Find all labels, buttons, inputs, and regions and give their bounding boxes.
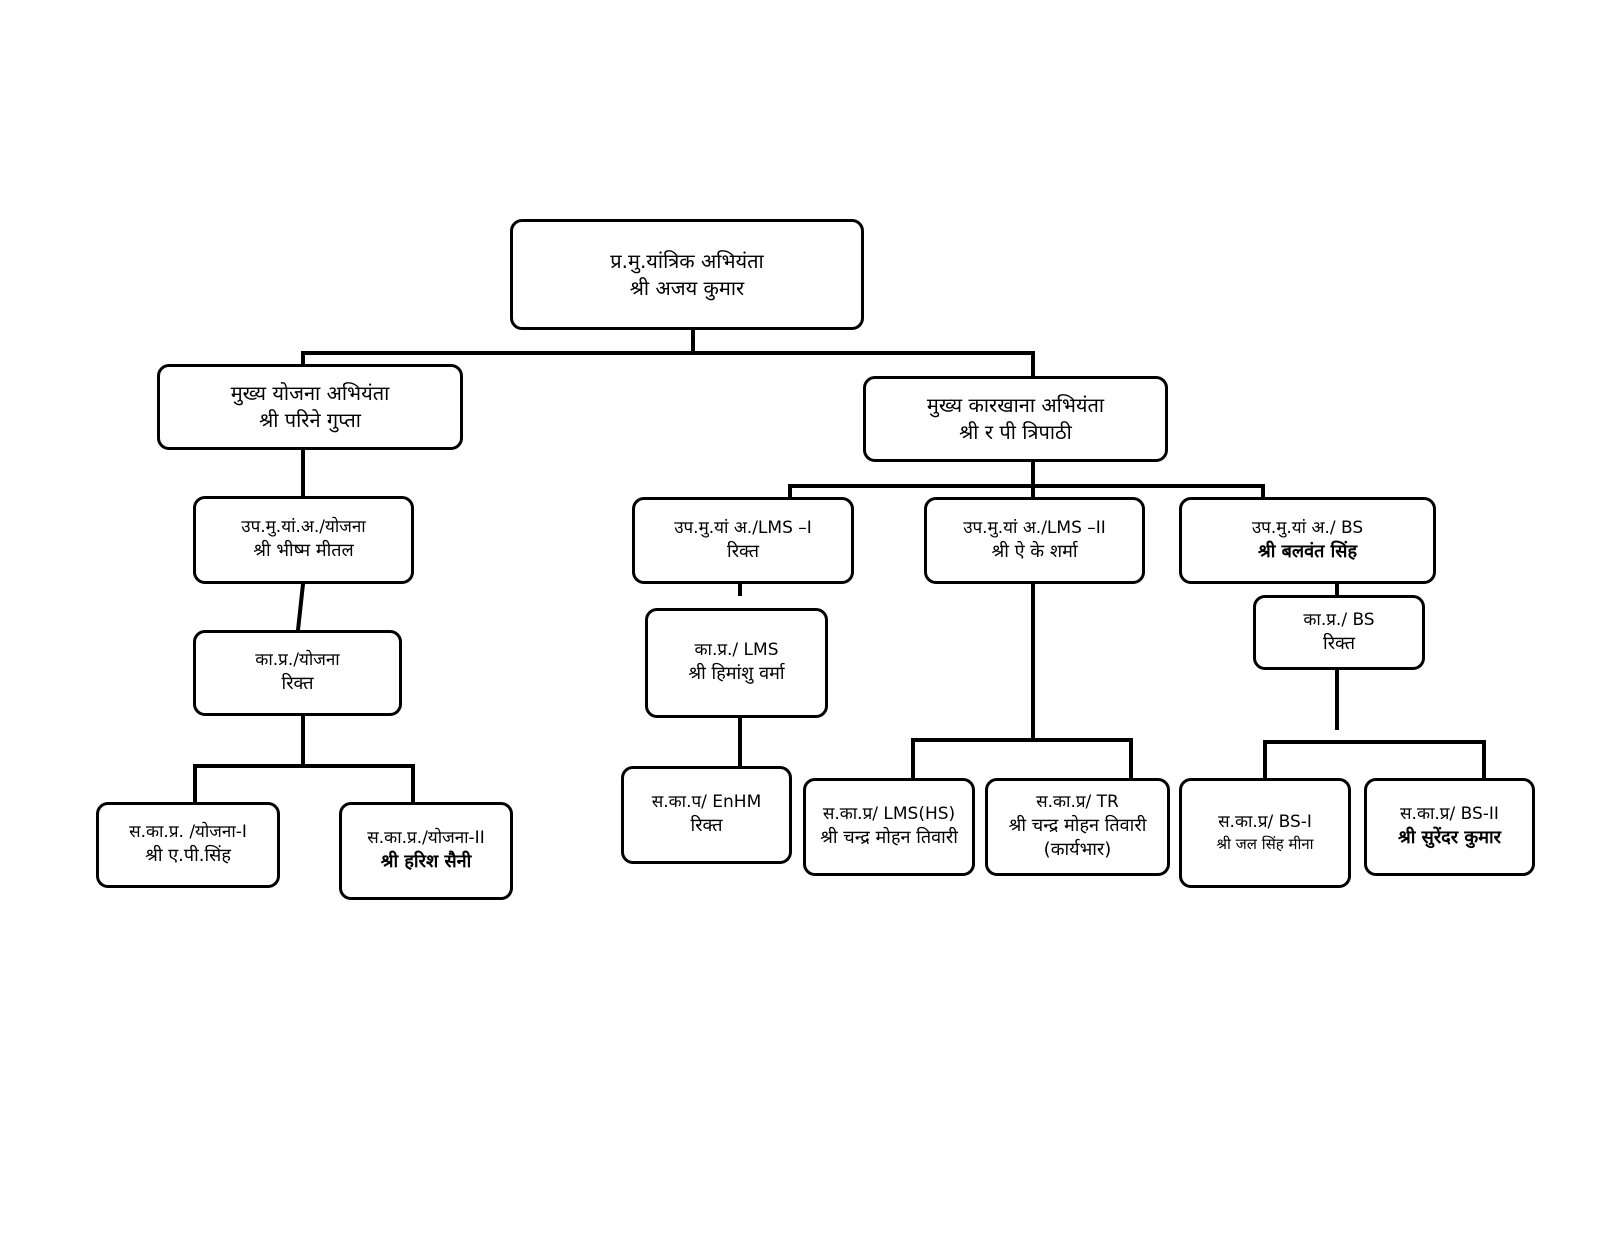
- deputy-lms-1-box: उप.मु.यां अ./LMS –I रिक्त: [632, 497, 854, 584]
- assistant-planning-1-box: स.का.प्र. /योजना-I श्री ए.पी.सिंह: [96, 802, 280, 888]
- works-manager-lms-title: का.प्र./ LMS: [694, 640, 779, 661]
- deputy-lms-2-name: श्री ऐ के शर्मा: [991, 540, 1078, 562]
- assistant-enhm-title: स.का.प/ EnHM: [651, 792, 762, 813]
- assistant-bs-1-title: स.का.प्र/ BS-I: [1218, 812, 1312, 833]
- assistant-planning-2-title: स.का.प्र./योजना-II: [367, 828, 485, 849]
- deputy-lms-1-name: रिक्त: [727, 540, 759, 562]
- deputy-bs-title: उप.मु.यां अ./ BS: [1251, 517, 1364, 538]
- works-manager-bs-box: का.प्र./ BS रिक्त: [1253, 595, 1425, 670]
- chief-planning-engineer-title: मुख्य योजना अभियंता: [230, 381, 390, 405]
- deputy-lms-2-title: उप.मु.यां अ./LMS –II: [963, 517, 1106, 538]
- chief-workshop-engineer-title: मुख्य कारखाना अभियंता: [926, 393, 1105, 417]
- works-manager-bs-title: का.प्र./ BS: [1303, 609, 1375, 630]
- chief-workshop-engineer-name: श्री र पी त्रिपाठी: [959, 420, 1072, 444]
- chief-mechanical-engineer-title: प्र.मु.यांत्रिक अभियंता: [610, 248, 764, 273]
- chief-mechanical-engineer-name: श्री अजय कुमार: [629, 275, 745, 300]
- chief-mechanical-engineer-box: प्र.मु.यांत्रिक अभियंता श्री अजय कुमार: [510, 219, 864, 330]
- assistant-planning-1-name: श्री ए.पी.सिंह: [145, 845, 231, 867]
- deputy-bs-box: उप.मु.यां अ./ BS श्री बलवंत सिंह: [1179, 497, 1436, 584]
- deputy-bs-name: श्री बलवंत सिंह: [1257, 540, 1358, 562]
- works-manager-bs-name: रिक्त: [1323, 632, 1355, 654]
- assistant-bs-2-box: स.का.प्र/ BS-II श्री सुरेंदर कुमार: [1364, 778, 1535, 876]
- assistant-lms-hs-title: स.का.प्र/ LMS(HS): [822, 804, 956, 825]
- chief-planning-engineer-box: मुख्य योजना अभियंता श्री परिने गुप्ता: [157, 364, 463, 450]
- deputy-planning-box: उप.मु.यां.अ./योजना श्री भीष्म मीतल: [193, 496, 414, 584]
- works-manager-planning-title: का.प्र./योजना: [255, 650, 340, 671]
- assistant-planning-2-box: स.का.प्र./योजना-II श्री हरिश सैनी: [339, 802, 513, 900]
- assistant-planning-2-name: श्री हरिश सैनी: [380, 851, 472, 873]
- assistant-tr-name: श्री चन्द्र मोहन तिवारी (कार्यभार): [1008, 815, 1147, 861]
- assistant-bs-1-box: स.का.प्र/ BS-I श्री जल सिंह मीना: [1179, 778, 1351, 888]
- works-manager-planning-box: का.प्र./योजना रिक्त: [193, 630, 402, 716]
- works-manager-planning-name: रिक्त: [281, 673, 314, 695]
- assistant-tr-title: स.का.प्र/ TR: [1036, 792, 1119, 813]
- assistant-enhm-name: रिक्त: [690, 815, 723, 837]
- deputy-lms-2-box: उप.मु.यां अ./LMS –II श्री ऐ के शर्मा: [924, 497, 1145, 584]
- assistant-bs-1-name: श्री जल सिंह मीना: [1216, 835, 1314, 854]
- chief-planning-engineer-name: श्री परिने गुप्ता: [259, 408, 361, 432]
- assistant-tr-box: स.का.प्र/ TR श्री चन्द्र मोहन तिवारी (का…: [985, 778, 1170, 876]
- works-manager-lms-box: का.प्र./ LMS श्री हिमांशु वर्मा: [645, 608, 828, 718]
- deputy-lms-1-title: उप.मु.यां अ./LMS –I: [674, 517, 812, 538]
- works-manager-lms-name: श्री हिमांशु वर्मा: [688, 663, 785, 685]
- deputy-planning-name: श्री भीष्म मीतल: [253, 540, 354, 562]
- assistant-lms-hs-name: श्री चन्द्र मोहन तिवारी: [820, 827, 958, 849]
- assistant-enhm-box: स.का.प/ EnHM रिक्त: [621, 766, 792, 864]
- deputy-planning-title: उप.मु.यां.अ./योजना: [241, 517, 366, 538]
- chief-workshop-engineer-box: मुख्य कारखाना अभियंता श्री र पी त्रिपाठी: [863, 376, 1168, 462]
- assistant-planning-1-title: स.का.प्र. /योजना-I: [129, 822, 247, 843]
- assistant-lms-hs-box: स.का.प्र/ LMS(HS) श्री चन्द्र मोहन तिवार…: [803, 778, 975, 876]
- assistant-bs-2-title: स.का.प्र/ BS-II: [1400, 804, 1499, 825]
- assistant-bs-2-name: श्री सुरेंदर कुमार: [1397, 827, 1501, 849]
